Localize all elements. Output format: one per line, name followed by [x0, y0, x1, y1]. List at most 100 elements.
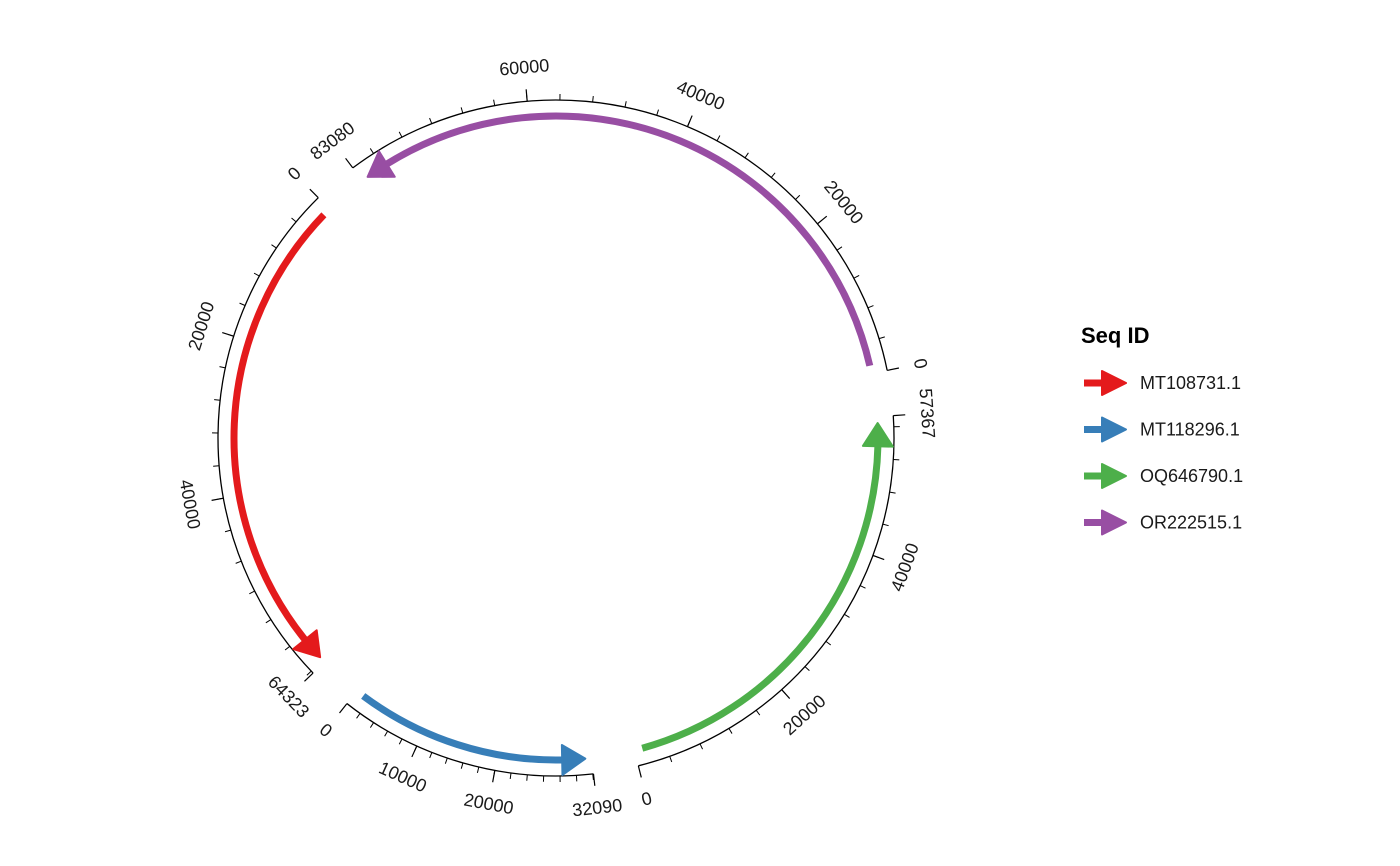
tick-label: 20000: [462, 789, 515, 818]
minor-tick: [239, 302, 246, 306]
legend-label: OQ646790.1: [1140, 466, 1243, 486]
legend-swatch-arrow: [1101, 463, 1127, 489]
tick-label: 32090: [571, 795, 623, 820]
minor-tick: [356, 713, 361, 719]
minor-tick: [460, 107, 464, 114]
feature-arc-oq646790-1: [641, 446, 882, 752]
tick-label: 0: [639, 788, 654, 810]
minor-tick: [699, 743, 704, 750]
major-tick: [872, 554, 885, 561]
minor-tick: [444, 757, 448, 764]
tick-label: 40000: [674, 76, 728, 114]
minor-tick: [859, 585, 866, 589]
minor-tick: [429, 752, 433, 759]
legend: Seq ID MT108731.1MT118296.1OQ646790.1OR2…: [1081, 323, 1243, 536]
legend-item-or222515-1: OR222515.1: [1084, 509, 1242, 536]
tick-label: 20000: [820, 177, 867, 228]
minor-tick: [384, 730, 389, 737]
feature-arrowhead-oq646790-1: [861, 422, 894, 448]
minor-tick: [624, 101, 627, 108]
minor-tick: [804, 666, 810, 672]
minor-tick: [369, 722, 375, 728]
minor-tick: [235, 560, 242, 564]
minor-tick: [249, 590, 255, 595]
feature-arc-mt108731-1: [230, 212, 327, 642]
minor-tick: [306, 670, 312, 676]
minor-tick: [291, 217, 297, 223]
major-tick: [211, 497, 224, 501]
minor-tick: [744, 152, 749, 159]
major-tick: [222, 332, 234, 337]
minor-tick: [853, 274, 860, 279]
legend-title: Seq ID: [1081, 323, 1149, 348]
tick-label: 0: [284, 163, 305, 184]
major-tick: [339, 703, 348, 714]
major-tick: [411, 745, 418, 758]
legend-swatch-arrow: [1101, 370, 1127, 396]
legend-label: MT118296.1: [1140, 420, 1240, 440]
minor-tick: [716, 135, 721, 142]
legend-label: MT108731.1: [1140, 373, 1241, 393]
minor-tick: [460, 762, 464, 769]
tick-label: 40000: [887, 540, 923, 594]
feature-arc-or222515-1: [385, 112, 874, 367]
minor-tick: [219, 366, 226, 369]
major-tick: [492, 770, 496, 783]
feature-arc-mt118296-1: [361, 693, 563, 764]
minor-tick: [526, 774, 528, 781]
minor-tick: [836, 246, 843, 251]
legend-swatch-arrow: [1101, 416, 1127, 443]
minor-tick: [271, 244, 277, 249]
minor-tick: [398, 131, 403, 138]
major-tick: [592, 773, 596, 786]
major-tick: [309, 188, 319, 199]
feature-arrowhead-mt108731-1: [292, 629, 322, 659]
minor-tick: [476, 766, 480, 774]
minor-tick: [669, 756, 673, 763]
ruler-arc-or222515-1: [352, 99, 888, 371]
major-tick: [893, 414, 906, 417]
minor-tick: [795, 194, 801, 200]
minor-tick: [867, 305, 874, 309]
minor-tick: [509, 772, 512, 780]
sequence-mt118296-1: 0 10000 20000 32090: [316, 693, 623, 820]
major-tick: [345, 157, 354, 169]
sequence-oq646790-1: 0 20000 40000 57367: [637, 388, 939, 810]
tick-label: 57367: [916, 388, 939, 439]
tick-label: 0: [316, 719, 336, 741]
minor-tick: [844, 613, 850, 618]
ruler-arc-mt118296-1: [346, 703, 594, 777]
minor-tick: [284, 645, 291, 651]
major-tick: [887, 367, 900, 371]
minor-tick: [825, 641, 832, 646]
minor-tick: [214, 399, 221, 401]
minor-tick: [592, 773, 594, 781]
tick-label: 10000: [376, 758, 430, 797]
minor-tick: [253, 272, 260, 277]
feature-arrowhead-or222515-1: [366, 150, 396, 178]
minor-tick: [398, 738, 403, 745]
legend-item-mt118296-1: MT118296.1: [1084, 416, 1240, 443]
feature-arrowhead-mt118296-1: [560, 743, 587, 776]
minor-tick: [429, 117, 433, 124]
minor-tick: [728, 728, 733, 734]
ruler-arc-mt108731-1: [217, 197, 319, 674]
minor-tick: [889, 491, 896, 494]
major-tick: [525, 89, 528, 102]
minor-tick: [592, 95, 594, 103]
major-tick: [304, 672, 314, 682]
tick-label: 40000: [176, 478, 205, 531]
minor-tick: [755, 709, 761, 716]
minor-tick: [878, 336, 885, 340]
major-tick: [817, 215, 828, 225]
major-tick: [637, 765, 642, 778]
tick-label: 83080: [306, 118, 358, 164]
tick-label: 20000: [184, 299, 218, 353]
tick-label: 20000: [779, 691, 830, 739]
legend-item-mt108731-1: MT108731.1: [1084, 370, 1241, 396]
legend-item-oq646790-1: OQ646790.1: [1084, 463, 1243, 489]
